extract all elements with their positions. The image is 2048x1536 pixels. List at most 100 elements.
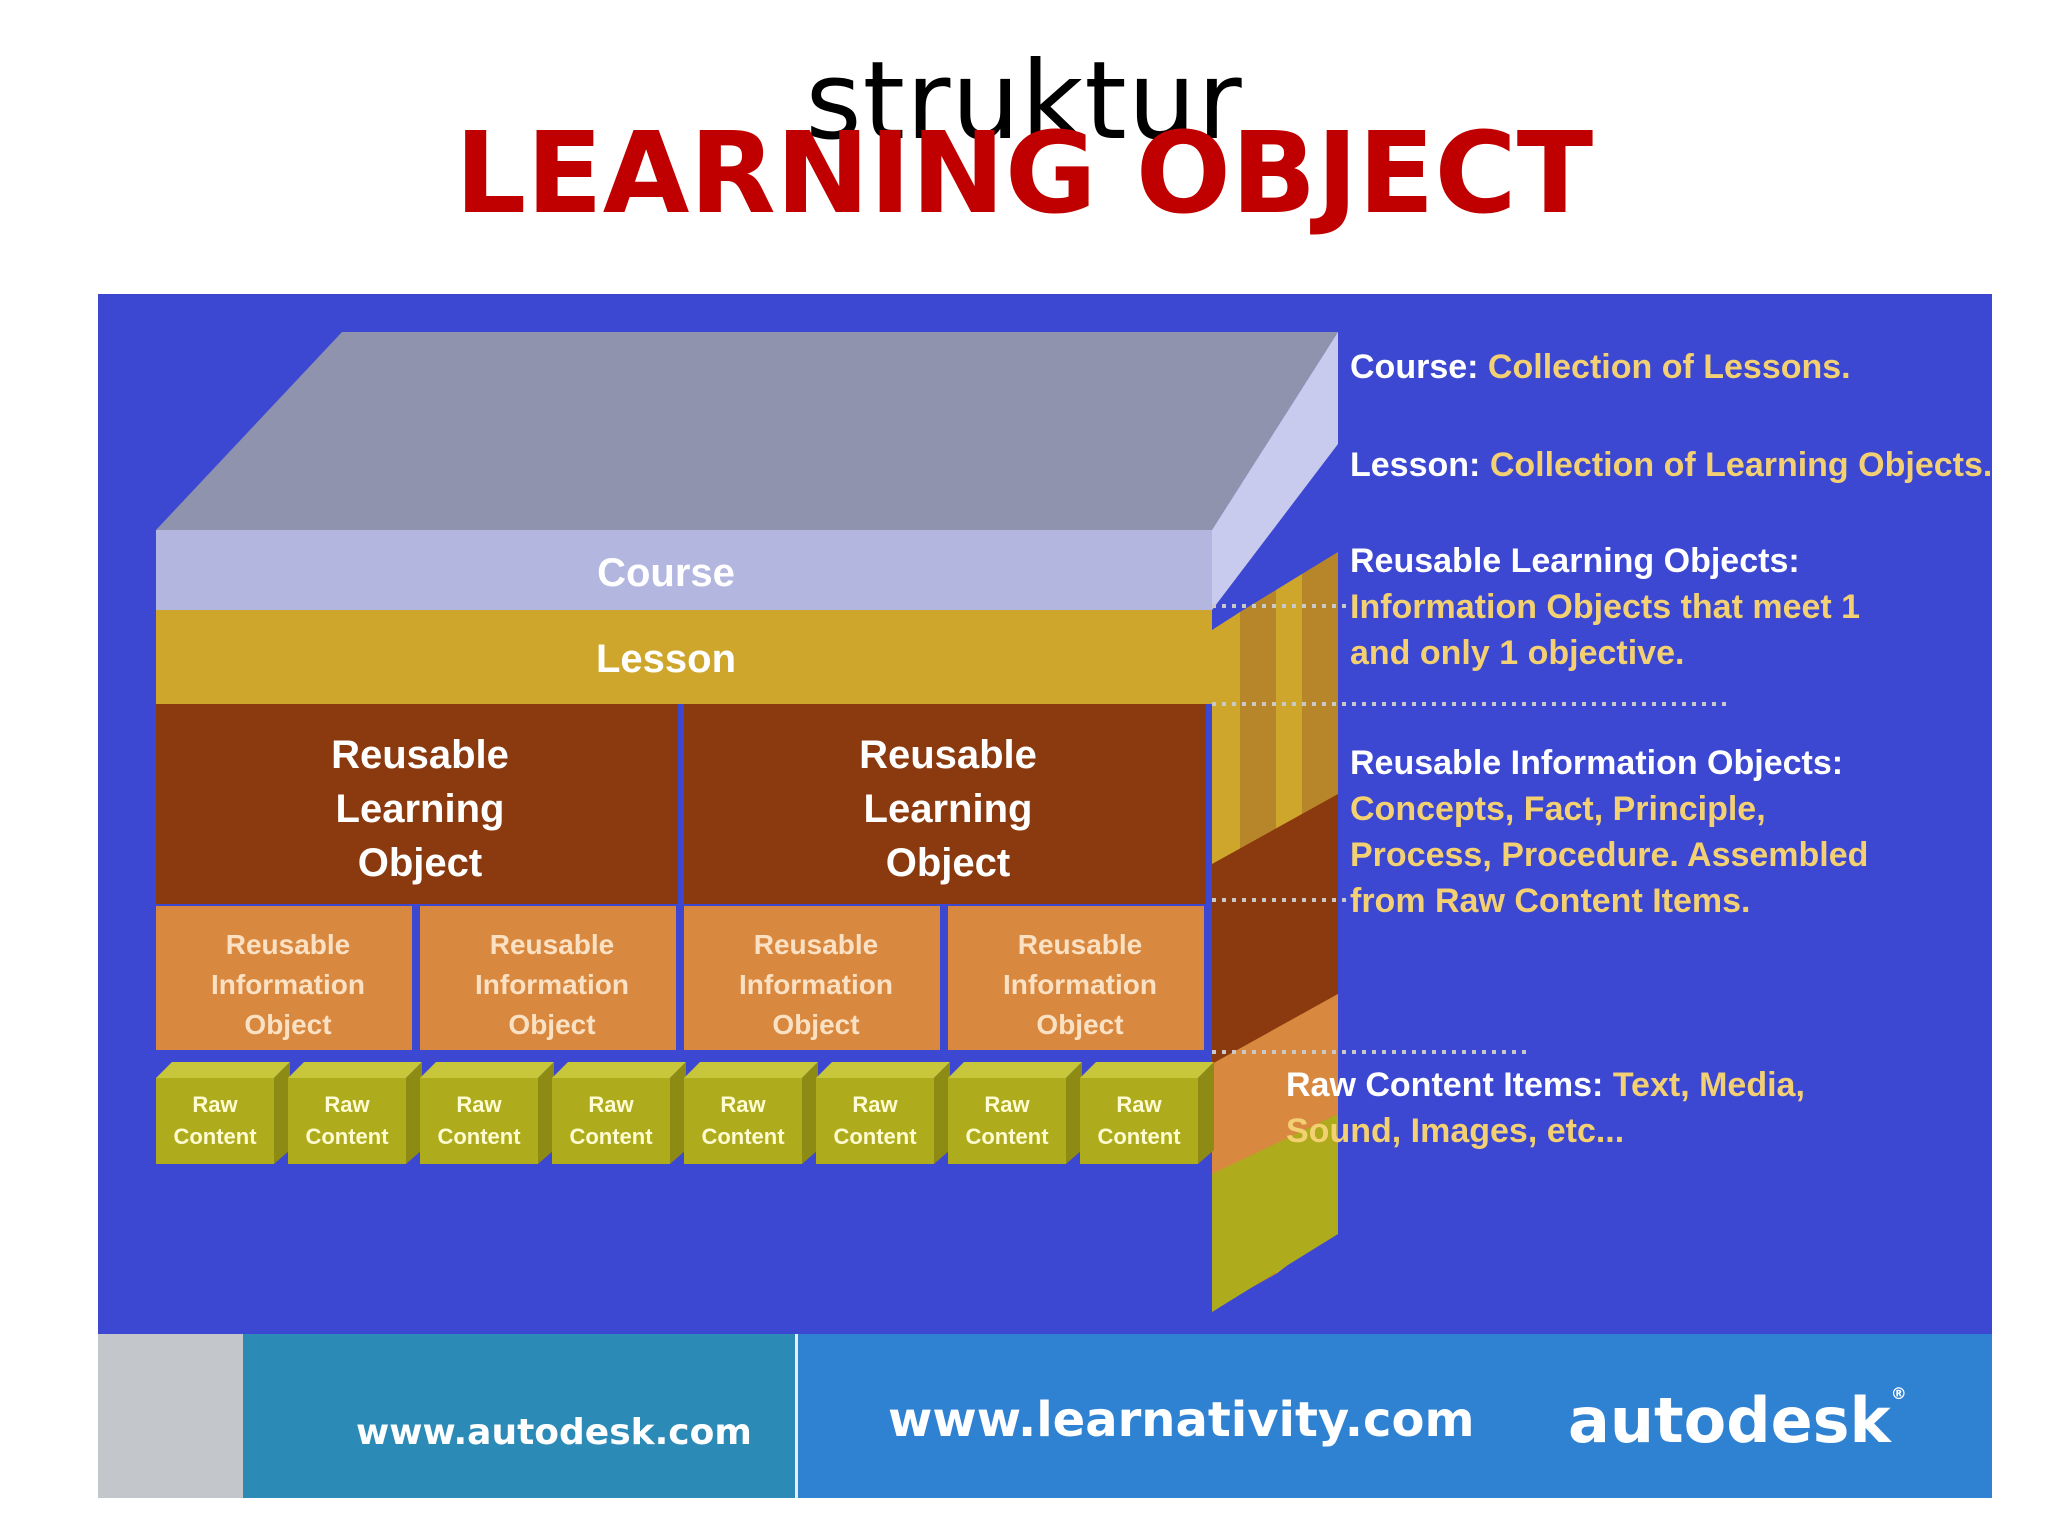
footer-link-learnativity[interactable]: www.learnativity.com <box>888 1392 1475 1448</box>
depth-columns <box>1212 552 1338 1312</box>
rio-label-line-1: Reusable <box>754 929 879 960</box>
raw-cube-top <box>552 1062 686 1078</box>
desc-course-text: Collection of Lessons. <box>1487 348 1851 386</box>
raw-label-line-2: Content <box>569 1124 653 1149</box>
raw-content-block <box>156 1078 274 1164</box>
rlo-row: ReusableLearningObjectReusableLearningOb… <box>156 704 1206 904</box>
raw-label-line-2: Content <box>437 1124 521 1149</box>
depth-raw-band <box>1212 1114 1338 1312</box>
desc-lesson-key: Lesson: <box>1350 446 1490 484</box>
rio-block <box>420 906 676 1050</box>
desc-rio: Reusable Information Objects: Concepts, … <box>1350 740 1868 924</box>
desc-course-key: Course: <box>1350 348 1488 386</box>
lesson-label: Lesson <box>596 637 736 681</box>
footer-link-autodesk[interactable]: www.autodesk.com <box>356 1412 752 1453</box>
raw-label-line-1: Raw <box>720 1092 766 1117</box>
rio-label-line-2: Information <box>1003 969 1157 1000</box>
raw-cube-top <box>288 1062 422 1078</box>
raw-label-line-1: Raw <box>192 1092 238 1117</box>
raw-label-line-1: Raw <box>324 1092 370 1117</box>
raw-cube-side <box>802 1062 818 1164</box>
desc-rio-key: Reusable Information Objects: <box>1350 744 1844 782</box>
rlo-label-line-1: Reusable <box>331 733 509 777</box>
raw-label-line-1: Raw <box>852 1092 898 1117</box>
raw-label-line-1: Raw <box>1116 1092 1162 1117</box>
slide-subtitle: struktur <box>805 39 1243 164</box>
raw-cube-top <box>816 1062 950 1078</box>
rlo-label-line-3: Object <box>886 841 1010 885</box>
autodesk-logo: autodesk® <box>1568 1384 1907 1457</box>
footer-divider <box>795 1334 798 1498</box>
rlo-label-line-2: Learning <box>864 787 1033 831</box>
lesson-front-face <box>156 610 1212 704</box>
raw-cube-side <box>1066 1062 1082 1164</box>
rio-label-line-1: Reusable <box>490 929 615 960</box>
desc-rio-line-2: Process, Procedure. Assembled <box>1350 836 1869 874</box>
footer-teal-block <box>243 1334 795 1498</box>
course-front-face <box>156 530 1212 610</box>
raw-label-line-2: Content <box>833 1124 917 1149</box>
rio-label-line-3: Object <box>772 1009 859 1040</box>
desc-rlo-line-2: and only 1 objective. <box>1350 634 1685 672</box>
desc-rlo: Reusable Learning Objects: Information O… <box>1350 538 1860 676</box>
raw-label-line-1: Raw <box>984 1092 1030 1117</box>
rio-label-line-3: Object <box>1036 1009 1123 1040</box>
raw-cube-top <box>420 1062 554 1078</box>
rio-block <box>948 906 1204 1050</box>
raw-label-line-2: Content <box>305 1124 389 1149</box>
raw-content-block <box>816 1078 934 1164</box>
rio-block <box>684 906 940 1050</box>
raw-label-line-1: Raw <box>456 1092 502 1117</box>
raw-cube-top <box>684 1062 818 1078</box>
raw-content-block <box>288 1078 406 1164</box>
leader-lines <box>1212 604 1728 1054</box>
rio-label-line-3: Object <box>508 1009 595 1040</box>
raw-content-block <box>420 1078 538 1164</box>
desc-rlo-key: Reusable Learning Objects: <box>1350 542 1800 580</box>
rio-label-line-2: Information <box>211 969 365 1000</box>
course-label: Course <box>597 551 735 595</box>
raw-cube-side <box>934 1062 950 1164</box>
rio-label-line-1: Reusable <box>226 929 351 960</box>
rio-label-line-1: Reusable <box>1018 929 1143 960</box>
raw-content-block <box>1080 1078 1198 1164</box>
rlo-label-line-2: Learning <box>336 787 505 831</box>
course-top-face <box>156 332 1338 530</box>
raw-cube-top <box>1080 1062 1214 1078</box>
raw-label-line-1: Raw <box>588 1092 634 1117</box>
raw-content-block <box>552 1078 670 1164</box>
rio-label-line-2: Information <box>739 969 893 1000</box>
raw-label-line-2: Content <box>173 1124 257 1149</box>
desc-raw: Raw Content Items: Text, Media, Sound, I… <box>1286 1062 1805 1154</box>
slide-title: LEARNING OBJECT <box>454 109 1594 239</box>
desc-raw-line-1: Text, Media, <box>1612 1066 1805 1104</box>
raw-cube-side <box>274 1062 290 1164</box>
learning-object-diagram: Course Lesson ReusableLearningObjectReus… <box>156 332 1728 1312</box>
rio-label-line-3: Object <box>244 1009 331 1040</box>
desc-lesson-text: Collection of Learning Objects. <box>1489 446 1993 484</box>
footer-blue-block <box>798 1334 1992 1498</box>
desc-rio-line-1: Concepts, Fact, Principle, <box>1350 790 1766 828</box>
rlo-label-line-3: Object <box>358 841 482 885</box>
desc-rlo-line-1: Information Objects that meet 1 <box>1350 588 1861 626</box>
raw-cube-side <box>406 1062 422 1164</box>
desc-raw-key: Raw Content Items: <box>1286 1066 1613 1104</box>
raw-label-line-2: Content <box>701 1124 785 1149</box>
desc-course: Course: Collection of Lessons. <box>1350 344 1851 390</box>
raw-label-line-2: Content <box>965 1124 1049 1149</box>
depth-rlo-band <box>1212 794 1338 1064</box>
autodesk-logo-text: autodesk <box>1568 1384 1891 1457</box>
raw-cube-side <box>670 1062 686 1164</box>
raw-cube-side <box>1198 1062 1214 1164</box>
course-side-face <box>1212 332 1338 610</box>
desc-rio-line-3: from Raw Content Items. <box>1350 882 1751 920</box>
rio-label-line-2: Information <box>475 969 629 1000</box>
raw-content-block <box>684 1078 802 1164</box>
desc-lesson: Lesson: Collection of Learning Objects. <box>1350 442 1992 488</box>
desc-raw-line-2: Sound, Images, etc... <box>1286 1112 1625 1150</box>
raw-content-block <box>948 1078 1066 1164</box>
rlo-block <box>156 704 678 904</box>
